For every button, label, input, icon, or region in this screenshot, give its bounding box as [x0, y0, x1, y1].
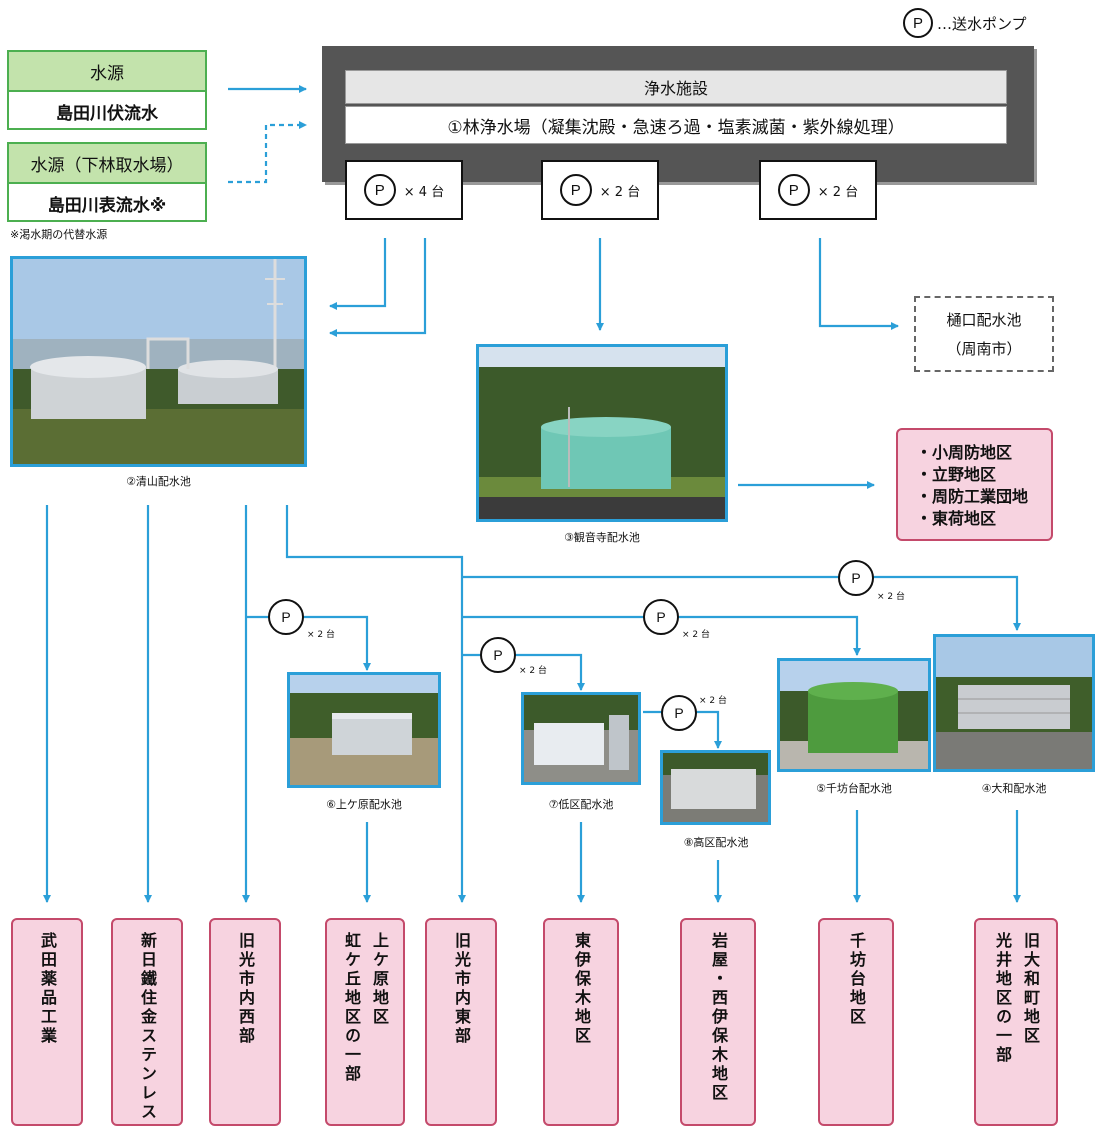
- higuchi-city: （周南市）: [946, 340, 1022, 358]
- kannonji-caption: ③観音寺配水池: [564, 531, 640, 544]
- plant-pump-3: P × 2 台: [759, 160, 877, 220]
- destination-label: 武田薬品工業: [38, 932, 57, 1046]
- plant-pump-2: P × 2 台: [541, 160, 659, 220]
- kamigahara-caption: ⑥上ケ原配水池: [326, 798, 402, 811]
- kouku-reservoir-photo: [660, 750, 771, 825]
- kannonji-reservoir-photo: [476, 344, 728, 522]
- pump-icon: P: [559, 174, 592, 206]
- kouku-caption: ⑧高区配水池: [683, 836, 749, 849]
- service-area-list: ・小周防地区 ・立野地区 ・周防工業団地 ・東荷地区: [896, 428, 1053, 541]
- destination-takeda: 武田薬品工業: [11, 918, 83, 1126]
- destination-label: 東伊保木地区: [572, 932, 591, 1046]
- pump-count: × 2 台: [682, 630, 710, 640]
- pump-icon: P: [661, 695, 697, 731]
- destination-label: 旧光市内西部: [236, 932, 255, 1046]
- destination-west: 旧光市内西部: [209, 918, 281, 1126]
- destination-label: 岩屋・西伊保木地区: [709, 932, 728, 1103]
- yamato-reservoir-photo: [933, 634, 1095, 772]
- senbodai-reservoir-photo: [777, 658, 931, 772]
- higuchi-name: 樋口配水池: [946, 311, 1022, 329]
- service-area-item: ・周防工業団地: [916, 487, 1029, 506]
- water-source-1: 水源 島田川伏流水: [7, 50, 207, 130]
- pump-icon: P: [838, 560, 874, 596]
- plant-title: 浄水施設: [345, 70, 1007, 104]
- pump-count: × 2 台: [877, 592, 905, 602]
- pipe-to-yamato: [462, 575, 1021, 631]
- pump-count: × 2 台: [307, 630, 335, 640]
- pump-icon: P: [903, 8, 933, 38]
- destination-iwaya: 岩屋・西伊保木地区: [680, 918, 756, 1126]
- destination-higashi-iboki: 東伊保木地区: [543, 918, 619, 1126]
- service-area-item: ・小周防地区: [916, 443, 1013, 462]
- pump-icon: P: [643, 599, 679, 635]
- senbodai-caption: ⑤千坊台配水池: [816, 782, 892, 795]
- pump-count: × 4 台: [403, 184, 445, 200]
- pump-icon: P: [480, 637, 516, 673]
- pipe-to-kamigahara: [246, 615, 371, 671]
- pump-count: × 2 台: [599, 184, 641, 200]
- service-area-item: ・立野地区: [916, 465, 997, 484]
- pipe-to-kiyoyama-a: [329, 238, 387, 310]
- legend-text: …送水ポンプ: [937, 14, 1027, 33]
- destination-kamigahara: 上ケ原地区 虹ケ丘地区の一部: [325, 918, 405, 1126]
- destination-label: 千坊台地区: [847, 932, 866, 1027]
- yamato-caption: ④大和配水池: [981, 782, 1047, 795]
- pipe-to-higuchi: [818, 238, 899, 330]
- pump-count: × 2 台: [519, 666, 547, 676]
- kiyoyama-reservoir-photo: [10, 256, 307, 467]
- destination-yamato: 旧大和町地区 光井地区の一部: [974, 918, 1058, 1126]
- pump-icon: P: [363, 174, 396, 206]
- kamigahara-reservoir-photo: [287, 672, 441, 788]
- destination-label: 新日鐵住金ステンレス: [138, 932, 157, 1122]
- pump-icon: P: [777, 174, 810, 206]
- destination-label: 旧光市内東部: [452, 932, 471, 1046]
- plant-pump-1: P × 4 台: [345, 160, 463, 220]
- footnote: ※渇水期の代替水源: [10, 228, 108, 241]
- pump-legend: P …送水ポンプ: [903, 8, 1027, 38]
- source-header: 水源（下林取水場）: [9, 144, 205, 184]
- pipe-to-kiyoyama-b: [329, 238, 427, 337]
- higuchi-reservoir: 樋口配水池 （周南市）: [914, 296, 1054, 372]
- pump-count: × 2 台: [817, 184, 859, 200]
- teiku-caption: ⑦低区配水池: [548, 798, 614, 811]
- source-name: 島田川表流水※: [47, 195, 167, 216]
- plant-name: ①林浄水場（凝集沈殿・急速ろ過・塩素滅菌・紫外線処理）: [345, 106, 1007, 144]
- service-area-item: ・東荷地区: [916, 509, 997, 528]
- destination-label: 光井地区の一部: [993, 932, 1012, 1065]
- source-header: 水源: [9, 52, 205, 92]
- source-name: 島田川伏流水: [56, 103, 158, 124]
- pump-icon: P: [268, 599, 304, 635]
- source2-pipe: [228, 121, 307, 184]
- destination-label: 旧大和町地区: [1021, 932, 1040, 1046]
- destination-label: 上ケ原地区: [370, 932, 389, 1027]
- destination-east: 旧光市内東部: [425, 918, 497, 1126]
- destination-label: 虹ケ丘地区の一部: [342, 932, 361, 1084]
- destination-nippon-steel: 新日鐵住金ステンレス: [111, 918, 183, 1126]
- pump-count: × 2 台: [699, 696, 727, 706]
- water-source-2: 水源（下林取水場） 島田川表流水※: [7, 142, 207, 222]
- destination-senbodai: 千坊台地区: [818, 918, 894, 1126]
- teiku-reservoir-photo: [521, 692, 641, 785]
- kiyoyama-caption: ②清山配水池: [126, 475, 191, 488]
